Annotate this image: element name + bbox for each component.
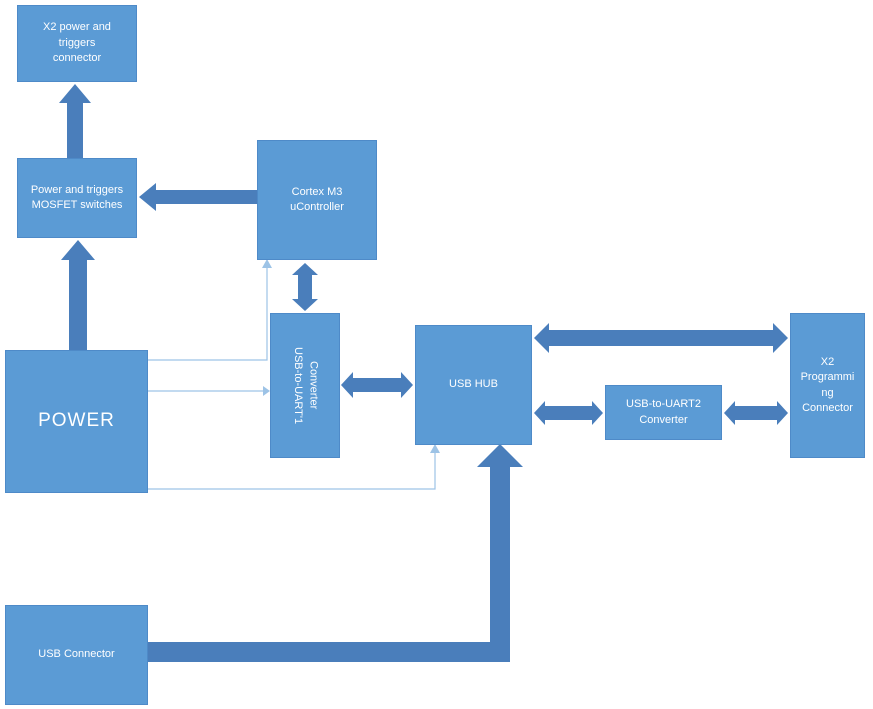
- line-power-to-cortex-arrowhead: [262, 259, 272, 268]
- block-usb-connector: USB Connector: [5, 605, 148, 705]
- block-usb-hub: USB HUB: [415, 325, 532, 445]
- block-label: USB-to-UART2 Converter: [626, 398, 701, 426]
- arrow-uart1-usbhub-bidirectional: [341, 372, 413, 398]
- block-label: Cortex M3 uController: [290, 185, 344, 213]
- arrow-usbconnector-to-usbhub: [148, 444, 523, 662]
- block-usb-to-uart1-converter: USB-to-UART'1 Converter: [270, 313, 340, 458]
- arrow-uart2-x2programming-bidirectional: [724, 401, 788, 425]
- line-power-to-cortex: [148, 266, 268, 361]
- arrow-cortex-uart1-bidirectional: [292, 263, 318, 311]
- line-power-to-usbhub: [148, 452, 436, 490]
- block-label: USB HUB: [449, 378, 498, 391]
- block-label: X2 Programming Connector: [800, 355, 855, 414]
- block-power: POWER: [5, 350, 148, 493]
- line-power-to-uart1-arrowhead: [263, 386, 270, 396]
- line-power-to-usbhub-arrowhead: [430, 444, 440, 453]
- block-label: X2 power and triggers connector: [43, 21, 111, 65]
- block-cortex-m3-ucontroller: Cortex M3 uController: [257, 140, 377, 260]
- arrow-cortex-to-mosfet: [139, 183, 257, 211]
- block-usb-to-uart2-converter: USB-to-UART2 Converter: [605, 385, 722, 440]
- arrow-power-to-mosfet: [61, 240, 95, 350]
- block-label: USB Connector: [38, 648, 115, 661]
- arrow-mosfet-to-x2-power-connector: [59, 84, 91, 158]
- block-label: Power and triggers MOSFET switches: [30, 183, 124, 211]
- block-power-triggers-mosfet-switches: Power and triggers MOSFET switches: [17, 158, 137, 238]
- arrow-usbhub-x2programming-bidirectional: [534, 323, 788, 353]
- block-x2-programming-connector: X2 Programming Connector: [790, 313, 865, 458]
- arrow-usbhub-uart2-bidirectional: [534, 401, 603, 425]
- block-label: POWER: [38, 410, 115, 432]
- block-label: USB-to-UART'1 Converter: [292, 346, 320, 425]
- block-x2-power-triggers-connector: X2 power and triggers connector: [17, 5, 137, 82]
